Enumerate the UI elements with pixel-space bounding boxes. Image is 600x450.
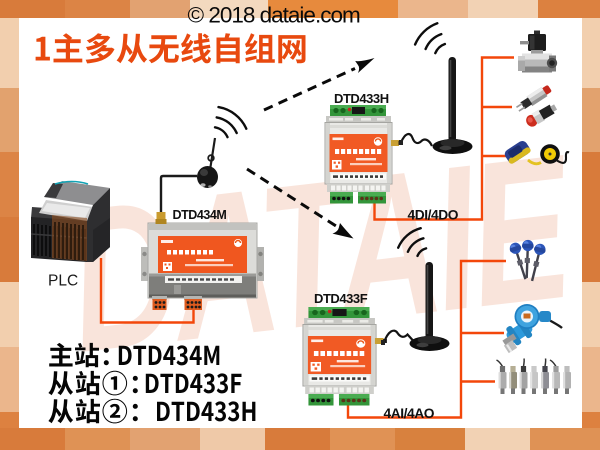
svg-text:4AI/4AO: 4AI/4AO — [384, 406, 435, 421]
svg-text:© 2018 dataie.com: © 2018 dataie.com — [188, 2, 360, 27]
svg-text:PLC: PLC — [48, 273, 78, 290]
svg-text:DTD433F: DTD433F — [314, 291, 368, 306]
svg-text:DTD433H: DTD433H — [334, 91, 389, 106]
svg-text:4DI/4DO: 4DI/4DO — [408, 208, 459, 223]
svg-text:DTD434M: DTD434M — [173, 208, 227, 222]
